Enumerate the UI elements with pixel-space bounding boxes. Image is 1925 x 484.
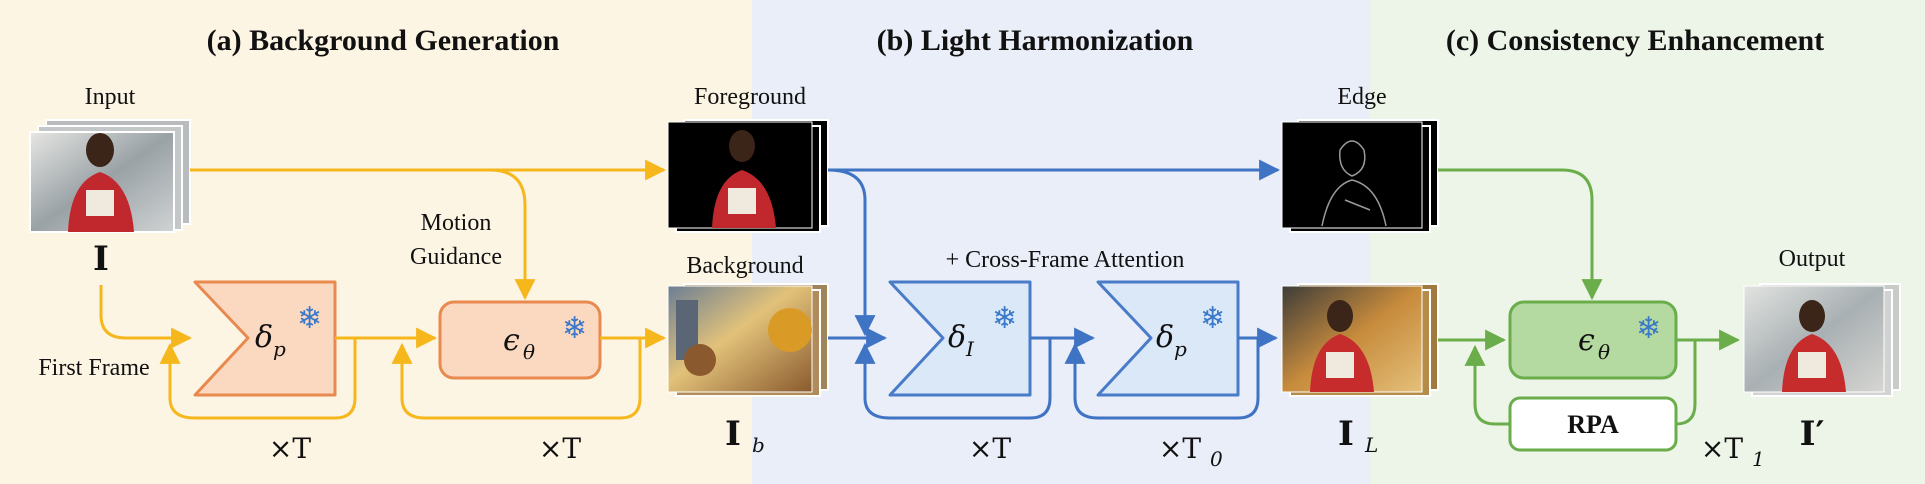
background-label: Background bbox=[686, 253, 803, 279]
snowflake-icon: ❄ bbox=[992, 301, 1017, 336]
delta-symbol-b2: δ bbox=[1156, 320, 1174, 355]
snowflake-icon: ❄ bbox=[562, 311, 587, 346]
epsilon-symbol-c: ϵ bbox=[1578, 323, 1595, 358]
cross-frame-label: + Cross-Frame Attention bbox=[946, 247, 1185, 273]
foreground-label: Foreground bbox=[694, 84, 806, 110]
snowflake-icon: ❄ bbox=[297, 301, 322, 336]
section-a-title: (a) Background Generation bbox=[207, 24, 560, 57]
output-label: Output bbox=[1779, 246, 1846, 272]
repeat-xT-a2: ×T bbox=[539, 432, 581, 465]
delta-sub-b2: p bbox=[1174, 337, 1187, 361]
loop-delta-p-b bbox=[1064, 338, 1260, 420]
theta-sub-c: θ bbox=[1598, 340, 1610, 364]
epsilon-network-c: ϵ θ ❄ bbox=[1508, 300, 1678, 380]
edge-frame-stack bbox=[1281, 119, 1439, 233]
loop-rpa bbox=[1475, 340, 1697, 426]
arrow-edge-to-eps-c bbox=[1438, 168, 1603, 301]
repeat-xT0: ×T bbox=[1159, 432, 1201, 465]
arrow-motion-guidance bbox=[489, 168, 536, 301]
lit-symbol: I bbox=[1338, 414, 1354, 454]
delta-sub-b1: I bbox=[965, 337, 975, 361]
output-symbol: I′ bbox=[1800, 414, 1825, 454]
delta-symbol-b1: δ bbox=[948, 320, 966, 355]
repeat-xT-b: ×T bbox=[969, 432, 1011, 465]
section-b-title: (b) Light Harmonization bbox=[877, 24, 1194, 57]
background-frame-stack bbox=[667, 283, 829, 397]
repeat-xT-a1: ×T bbox=[269, 432, 311, 465]
rpa-label: RPA bbox=[1567, 410, 1619, 439]
rpa-box: RPA bbox=[1508, 396, 1678, 452]
loop-delta-i bbox=[854, 338, 1052, 420]
repeat-xT1-sub: 1 bbox=[1752, 447, 1765, 471]
snowflake-icon: ❄ bbox=[1636, 311, 1661, 346]
input-symbol: I bbox=[93, 239, 109, 279]
lit-frame-stack bbox=[1281, 283, 1439, 397]
arrow-first-frame-to-delta bbox=[99, 285, 193, 349]
foreground-frame-stack bbox=[667, 119, 829, 233]
output-frame-stack bbox=[1743, 283, 1901, 397]
snowflake-icon: ❄ bbox=[1200, 301, 1225, 336]
epsilon-network-a: ϵ θ ❄ bbox=[438, 300, 602, 380]
input-frame-stack bbox=[29, 119, 191, 233]
theta-sub-a: θ bbox=[523, 340, 535, 364]
motion-label-line2: Guidance bbox=[410, 244, 502, 270]
arrow-foreground-to-delta-i bbox=[827, 168, 876, 337]
motion-label-line1: Motion bbox=[421, 210, 492, 236]
repeat-xT1: ×T bbox=[1701, 432, 1743, 465]
repeat-xT0-sub: 0 bbox=[1210, 447, 1223, 471]
section-a-background bbox=[0, 0, 752, 484]
edge-label: Edge bbox=[1337, 84, 1386, 110]
delta-symbol-a: δ bbox=[255, 320, 273, 355]
background-symbol: I bbox=[725, 414, 741, 454]
loop-delta-p-a bbox=[159, 338, 357, 420]
delta-p-network-a: δ p ❄ bbox=[193, 280, 337, 397]
delta-sub-a: p bbox=[273, 337, 286, 361]
delta-p-network-b: δ p ❄ bbox=[1096, 280, 1240, 397]
section-b-background bbox=[752, 0, 1370, 484]
section-c-title: (c) Consistency Enhancement bbox=[1446, 24, 1824, 57]
epsilon-symbol-a: ϵ bbox=[503, 323, 520, 358]
loop-epsilon-a bbox=[391, 338, 642, 420]
input-label: Input bbox=[85, 84, 136, 110]
lit-symbol-sub: L bbox=[1364, 433, 1378, 457]
first-frame-label: First Frame bbox=[38, 355, 149, 381]
background-symbol-sub: b bbox=[752, 433, 765, 457]
delta-i-network: δ I ❄ bbox=[888, 280, 1032, 397]
